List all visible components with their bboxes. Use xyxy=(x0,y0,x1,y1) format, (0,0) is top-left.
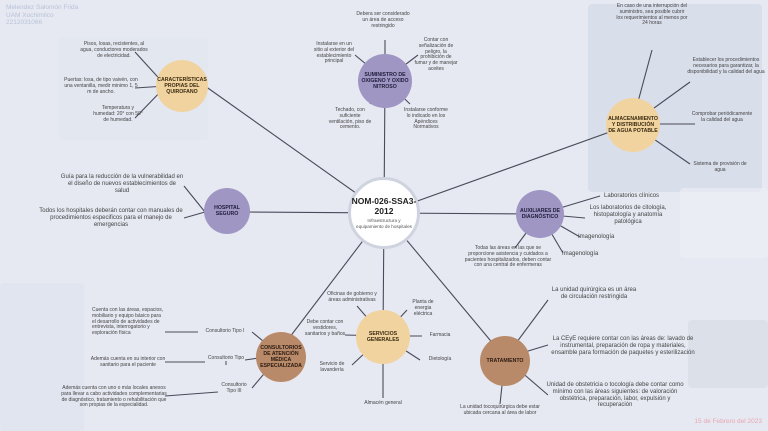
auxiliares-item-enfermeras: Todas las áreas en las que se proporcion… xyxy=(464,245,552,269)
servicios-item-oficinas: Oficinas de gobierno y áreas administrat… xyxy=(327,291,377,303)
servicios-item-almacen: Almacén general xyxy=(364,400,402,406)
consultorio-item-areas: Cuenta con las áreas, espacios, mobiliar… xyxy=(92,307,164,337)
node-agua-label: ALMACENAMIENTO Y DISTRIBUCIÓN DE AGUA PO… xyxy=(608,116,658,134)
node-tratamiento-label: TRATAMIENTO xyxy=(486,358,524,364)
tratamiento-item-obstetricia: Unidad de obstetricia o tocología debe c… xyxy=(546,382,684,409)
header: Melendez Salomón Frida UAM Xochimilco 22… xyxy=(6,4,78,27)
consultorio-tipo-1: Consultorio Tipo I xyxy=(205,328,245,334)
quirofano-item-puertas: Puertas: losa, de tipo vaivén, con una v… xyxy=(64,77,138,95)
node-servicios: SERVICIOS GENERALES xyxy=(356,310,410,364)
tratamiento-item-ceye: La CEyE requiere contar con las áreas de… xyxy=(551,336,695,356)
node-quirofano: CARACTERÍSTICAS PROPIAS DEL QUIROFANO xyxy=(156,60,208,112)
suministro-item-senalizacion: Contar con señalización de peligro, la p… xyxy=(414,37,458,72)
node-hospital-seguro: HOSPITAL SEGURO xyxy=(204,188,250,234)
photo-panel-ceye xyxy=(688,320,768,388)
consultorio-tipo-2: Consultorio Tipo II xyxy=(207,355,245,367)
agua-item-comprobar: Comprobar periódicamente la calidad del … xyxy=(691,111,753,123)
node-auxiliares: AUXILIARES DE DIAGNÓSTICO xyxy=(516,190,564,238)
footer-date: 15 de Febrero del 2023 xyxy=(694,418,762,425)
quirofano-item-pisos: Pisos, losas, recistentes, al agua, cond… xyxy=(80,41,148,59)
consultorio-item-sanitario: Además cuenta en su interior con sanitar… xyxy=(90,356,166,368)
servicios-item-planta: Planta de energia eléctrica xyxy=(412,299,434,317)
student-id: 2212031066 xyxy=(6,19,43,26)
suministro-item-techado: Techado, con suficiente ventilación, pis… xyxy=(328,107,372,131)
photo-panel-agua xyxy=(588,4,762,192)
tratamiento-item-tocoquirurgica: La unidad tocoquirúrgica debe estar ubic… xyxy=(460,404,540,416)
node-consultorios-label: CONSULTORIOS DE ATENCIÓN MÉDICA ESPECIAL… xyxy=(260,345,302,369)
suministro-item-restringido: Debera ser considerado un área de acceso… xyxy=(356,11,410,29)
school-name: UAM Xochimilco xyxy=(6,11,54,19)
photo-panel-consultorio xyxy=(0,283,84,431)
central-subtitle: Infraestructura y equipamiento de hospit… xyxy=(356,218,412,229)
node-quirofano-label: CARACTERÍSTICAS PROPIAS DEL QUIROFANO xyxy=(157,77,207,95)
hospital-item-manuales: Todos los hospitales deberán contar con … xyxy=(39,208,183,228)
node-hospital-label: HOSPITAL SEGURO xyxy=(214,205,240,217)
photo-panel-lab xyxy=(680,188,768,258)
node-suministro-label: SUMINISTRO DE OXIGENO Y OXIDO NITROSO xyxy=(361,72,409,90)
agua-item-sistema: Sistema de provisión de agua xyxy=(693,161,747,173)
quirofano-item-temperatura: Temperatura y humedad: 20° con 50° de hu… xyxy=(93,105,143,123)
auxiliares-item-citologia: Los laboratorios de citología, histopato… xyxy=(589,205,667,225)
suministro-item-exterior: Instalarse en un sitio al exterior del e… xyxy=(313,41,355,65)
agua-item-interrupcion: En caso de una interrupción del suminist… xyxy=(616,3,688,27)
central-node: NOM-026-SSA3-2012 Infraestructura y equi… xyxy=(348,177,420,249)
consultorio-item-anexos: Además cuenta con uno o más locales anex… xyxy=(61,385,167,409)
auxiliares-item-laboratorios: Laboratorios clínicos xyxy=(604,193,660,199)
servicios-item-vestidores: Debe contar con vestidores, sanitarios y… xyxy=(304,319,346,337)
node-servicios-label: SERVICIOS GENERALES xyxy=(366,331,400,343)
node-suministro: SUMINISTRO DE OXIGENO Y OXIDO NITROSO xyxy=(358,54,412,108)
node-auxiliares-label: AUXILIARES DE DIAGNÓSTICO xyxy=(519,208,561,220)
suministro-item-apendices: Instalarse conforme lo indicado en los A… xyxy=(404,107,448,131)
central-title: NOM-026-SSA3-2012 xyxy=(351,196,417,216)
auxiliares-item-imagenologia-2: Imagenología xyxy=(562,251,599,257)
consultorio-tipo-3: Consultorio Tipo III xyxy=(221,382,247,394)
auxiliares-item-imagenologia-1: Imagenología xyxy=(578,234,615,240)
node-agua: ALMACENAMIENTO Y DISTRIBUCIÓN DE AGUA PO… xyxy=(606,98,660,152)
hospital-item-guia: Guía para la reducción de la vulnerabili… xyxy=(60,174,184,194)
servicios-item-lavanderia: Servicio de lavandería xyxy=(319,361,345,373)
agua-item-procedimientos: Establecer los procedimientos necesarios… xyxy=(687,57,765,75)
tratamiento-item-quirurgica: La unidad quirúrgica es un área de circu… xyxy=(551,287,637,300)
node-consultorios: CONSULTORIOS DE ATENCIÓN MÉDICA ESPECIAL… xyxy=(256,332,306,382)
servicios-item-farmacia: Farmacia xyxy=(429,332,451,338)
author-name: Melendez Salomón Frida xyxy=(6,4,79,11)
node-tratamiento: TRATAMIENTO xyxy=(480,336,530,386)
servicios-item-dietologia: Dietología xyxy=(428,356,452,362)
